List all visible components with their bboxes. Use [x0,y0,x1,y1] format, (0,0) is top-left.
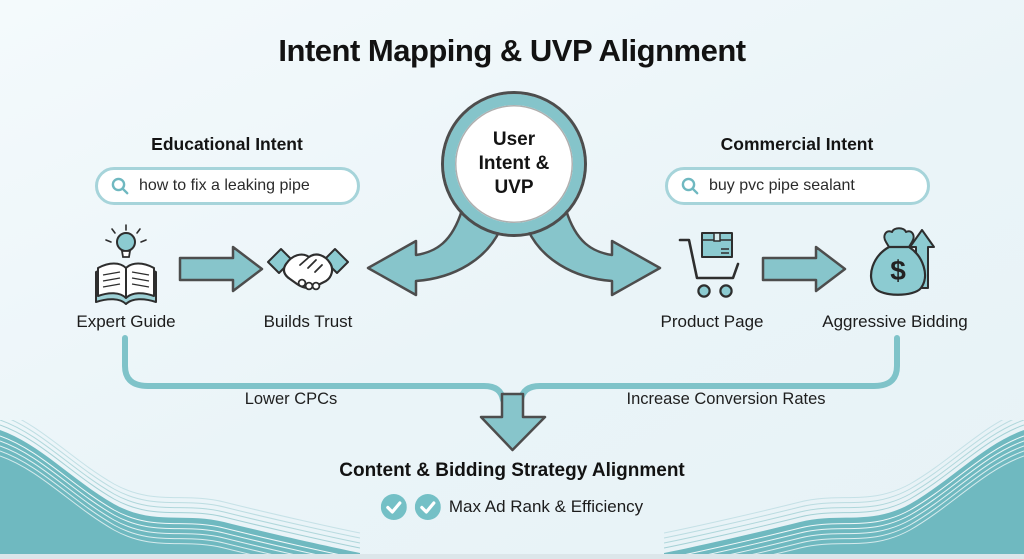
page-title: Intent Mapping & UVP Alignment [278,33,746,68]
commercial-search-query: buy pvc pipe sealant [709,177,855,194]
educational-search-box[interactable]: how to fix a leaking pipe [95,167,360,205]
footer-heading: Content & Bidding Strategy Alignment [339,460,685,481]
check-icon [380,494,407,520]
search-icon [110,176,130,196]
outcome-lower-cpcs: Lower CPCs [244,390,338,408]
commercial-intent-heading: Commercial Intent [720,134,874,154]
step-label-expert-guide: Expert Guide [76,312,176,331]
educational-intent-heading: Educational Intent [151,134,303,154]
bracket-connector [122,335,900,403]
hub-arrow-right-icon [526,208,662,297]
step-arrow-right-icon [761,245,847,293]
commercial-search-box[interactable]: buy pvc pipe sealant [665,167,930,205]
book-lightbulb-icon [88,224,164,308]
down-arrow-icon [479,392,547,452]
outcome-increase-conversion: Increase Conversion Rates [626,390,826,408]
svg-text:$: $ [890,255,906,286]
handshake-icon [264,240,352,298]
bottom-edge-strip [0,554,1024,559]
shopping-cart-icon [676,228,748,304]
hub-arrow-left-icon [366,208,502,297]
educational-search-query: how to fix a leaking pipe [139,177,310,194]
footer-subheading-row: Max Ad Rank & Efficiency [380,494,644,520]
wave-decoration-left [0,420,360,554]
money-bag-arrow-icon: $ [856,226,936,304]
footer-subheading: Max Ad Rank & Efficiency [448,497,644,516]
step-label-aggressive-bidding: Aggressive Bidding [822,312,968,331]
wave-decoration-right [664,420,1024,554]
user-intent-hub: User Intent & UVP [441,91,587,237]
step-label-builds-trust: Builds Trust [263,312,353,331]
hub-label: User Intent & UVP [478,129,550,198]
check-icon [414,494,441,520]
search-icon [680,176,700,196]
step-arrow-left-icon [178,245,264,293]
step-label-product-page: Product Page [660,312,764,331]
